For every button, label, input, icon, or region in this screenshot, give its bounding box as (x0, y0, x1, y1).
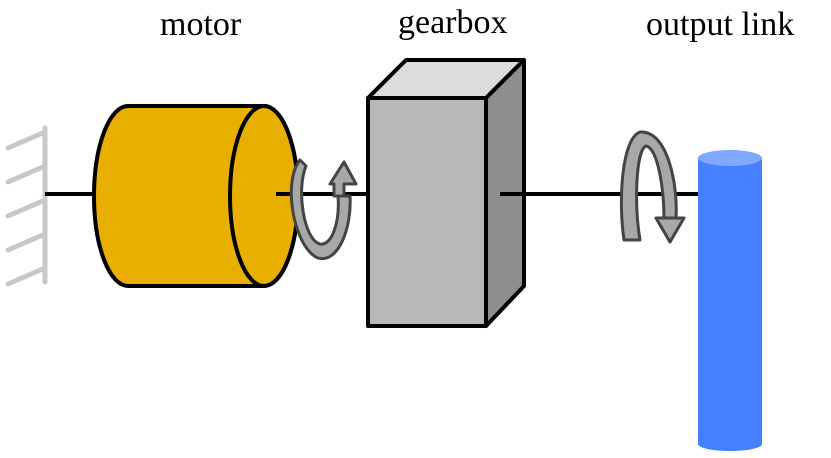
rotation-arrow-down-icon (619, 130, 686, 244)
motor-body (92, 104, 300, 288)
motor-label: motor (160, 6, 242, 43)
output-link-label: output link (646, 6, 795, 43)
gearbox-label: gearbox (398, 4, 508, 41)
ground-hatch-icon (5, 125, 48, 287)
rotation-arrow-up-icon (289, 158, 358, 261)
output-link-cylinder (698, 150, 762, 451)
gearbox-box (366, 58, 526, 328)
